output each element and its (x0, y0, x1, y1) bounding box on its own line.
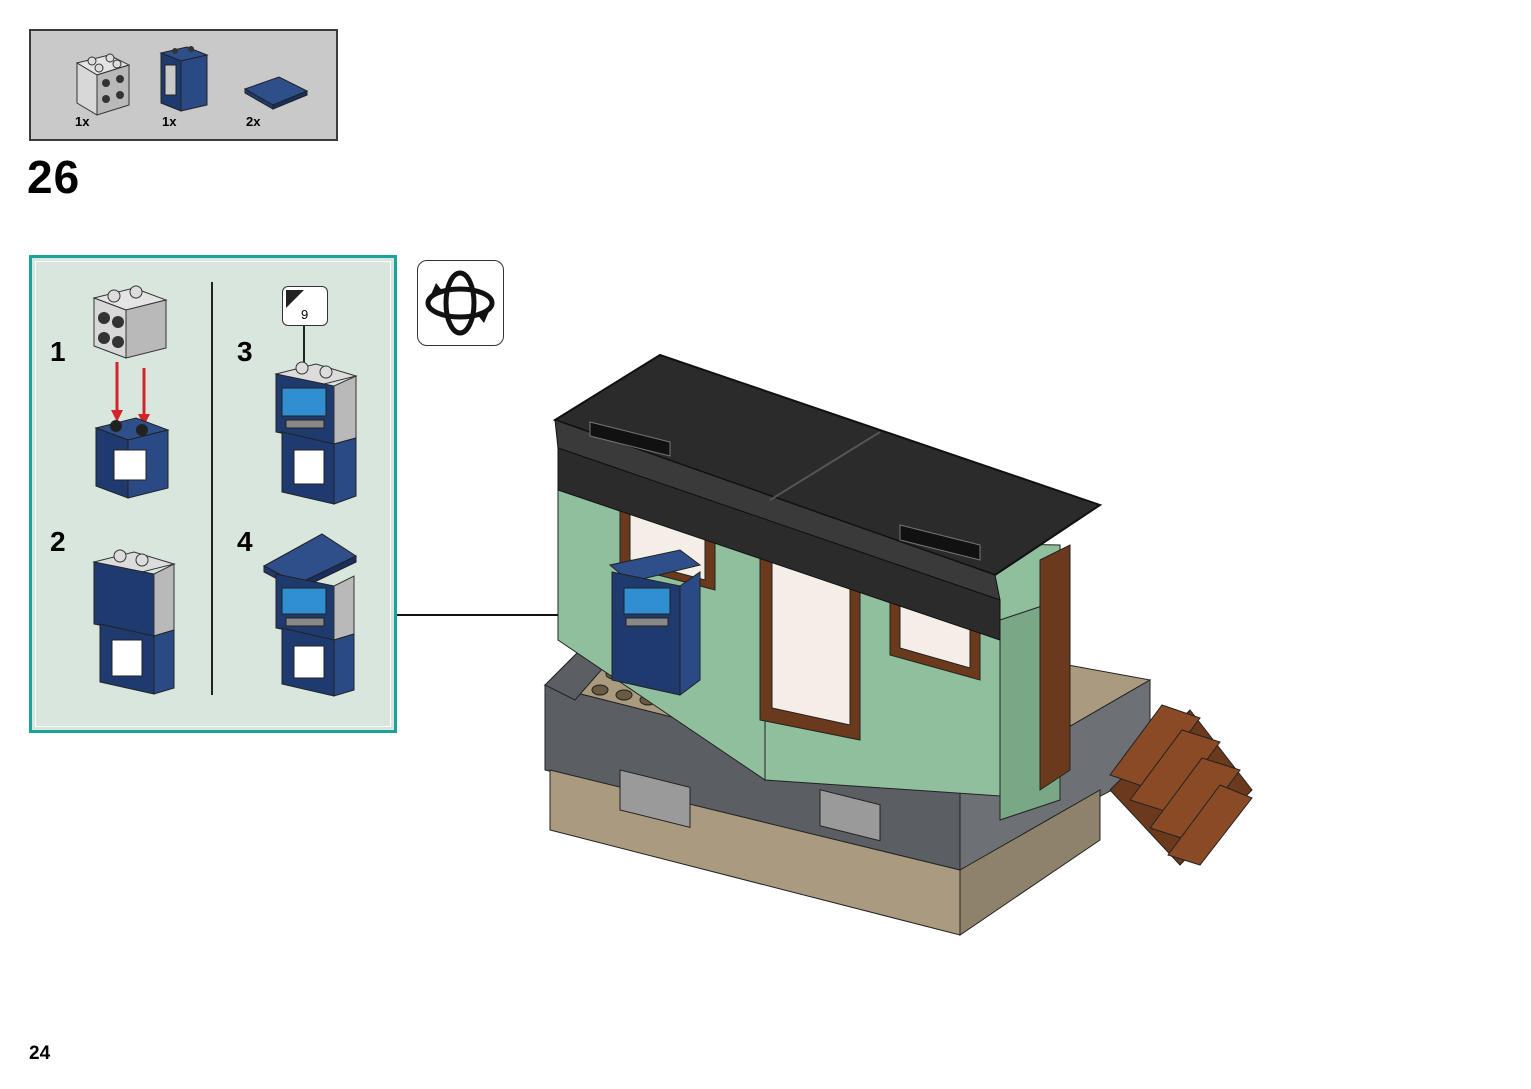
part-qty-window: 1x (162, 114, 176, 129)
step-number: 26 (27, 150, 80, 204)
sticker-callout: 9 (282, 286, 328, 326)
rotate-model-icon (417, 260, 504, 346)
sub-step-2-illustration (90, 540, 180, 700)
main-model-illustration (540, 350, 1260, 940)
sub-step-3-number: 3 (237, 336, 253, 368)
dark-blue-window-frame-icon (159, 43, 211, 115)
sub-step-2-number: 2 (50, 526, 66, 558)
rotate-arrows-icon (422, 265, 498, 341)
base-stud (592, 685, 608, 695)
sub-step-4-number: 4 (237, 526, 253, 558)
sticker-callout-number: 9 (301, 307, 308, 322)
sticker-corner-icon (286, 290, 304, 308)
parts-list-box: 1x 1x 2x (29, 29, 338, 141)
sub-step-1-illustration (90, 282, 180, 502)
dark-blue-tile-icon (243, 73, 309, 109)
light-grey-brick-2x2-icon (73, 49, 133, 119)
sub-step-4-illustration (262, 534, 362, 700)
sub-step-divider (211, 282, 213, 695)
sub-step-3-illustration (270, 326, 360, 516)
part-qty-tile: 2x (246, 114, 260, 129)
base-stud (616, 690, 632, 700)
part-qty-brick: 1x (75, 114, 89, 129)
page-number: 24 (29, 1043, 50, 1065)
sub-step-1-number: 1 (50, 336, 66, 368)
